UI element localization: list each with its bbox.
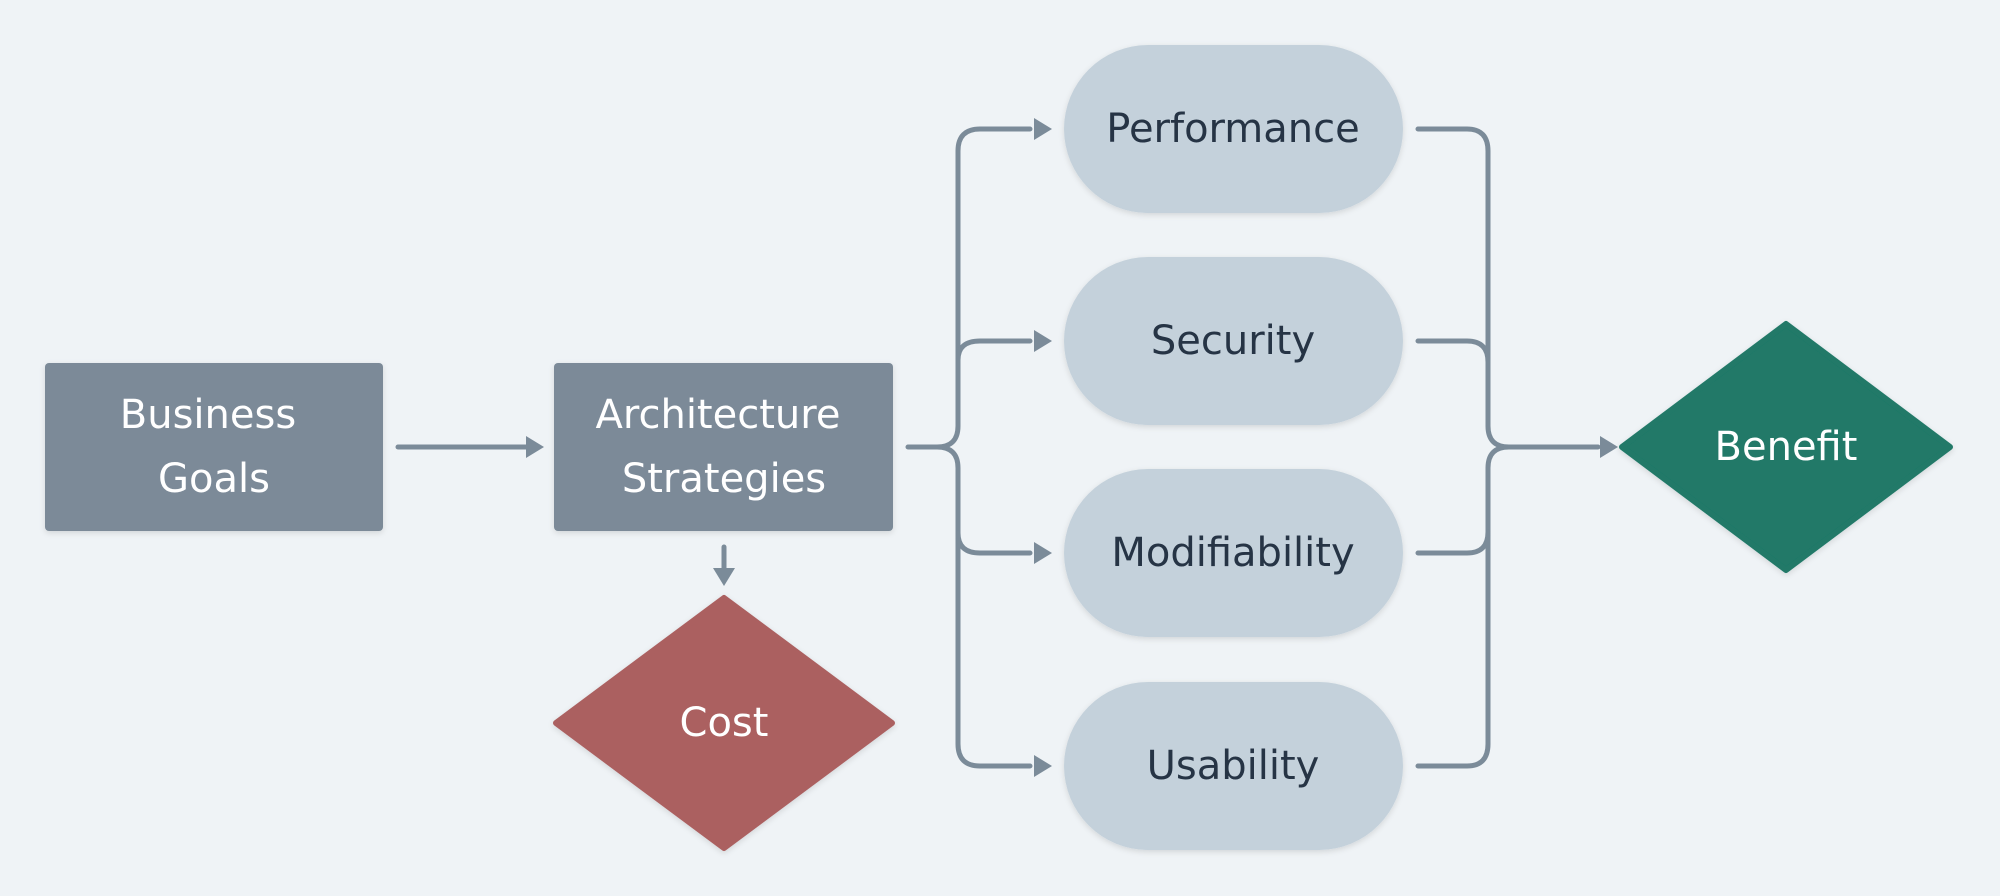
connector-strategies-to-modifiability	[955, 530, 1033, 556]
connector-strategies-to-usability	[934, 444, 1033, 769]
quality-security-node: Security	[1064, 257, 1403, 425]
quality-modifiability-label: Modifiability	[1111, 530, 1354, 576]
quality-performance-node: Performance	[1064, 45, 1403, 213]
connectors	[395, 118, 1618, 777]
connector-strategies-to-security	[955, 338, 1033, 363]
connector-strategies-to-performance	[905, 126, 1033, 450]
quality-security-label: Security	[1151, 318, 1315, 364]
business-goals-label-line1: Business	[120, 392, 296, 438]
arrowhead-to-usability	[1034, 755, 1052, 777]
quality-performance-label: Performance	[1106, 106, 1359, 152]
architecture-strategies-label-line2: Strategies	[622, 456, 826, 502]
business-goals-label-line2: Goals	[158, 456, 270, 502]
business-goals-node: Business Goals	[45, 363, 383, 531]
arrowhead-to-modifiability	[1034, 542, 1052, 564]
architecture-strategies-label-line1: Architecture	[596, 392, 841, 438]
connector-security-to-benefit	[1415, 338, 1491, 365]
arrowhead-to-cost	[713, 568, 735, 586]
architecture-strategies-node: Architecture Strategies	[554, 363, 893, 531]
cost-label: Cost	[680, 700, 769, 746]
quality-modifiability-node: Modifiability	[1064, 469, 1403, 637]
quality-usability-label: Usability	[1147, 743, 1320, 789]
connector-performance-to-benefit	[1415, 126, 1601, 450]
arrowhead-to-performance	[1034, 118, 1052, 140]
cost-node: Cost	[553, 595, 895, 851]
quality-usability-node: Usability	[1064, 682, 1403, 850]
connector-usability-to-benefit	[1415, 444, 1512, 769]
benefit-label: Benefit	[1715, 424, 1858, 470]
connector-modifiability-to-benefit	[1415, 529, 1491, 556]
arrowhead-to-strategies	[526, 436, 544, 458]
arrowhead-to-benefit	[1600, 436, 1618, 458]
benefit-node: Benefit	[1619, 321, 1953, 573]
arrowhead-to-security	[1034, 330, 1052, 352]
